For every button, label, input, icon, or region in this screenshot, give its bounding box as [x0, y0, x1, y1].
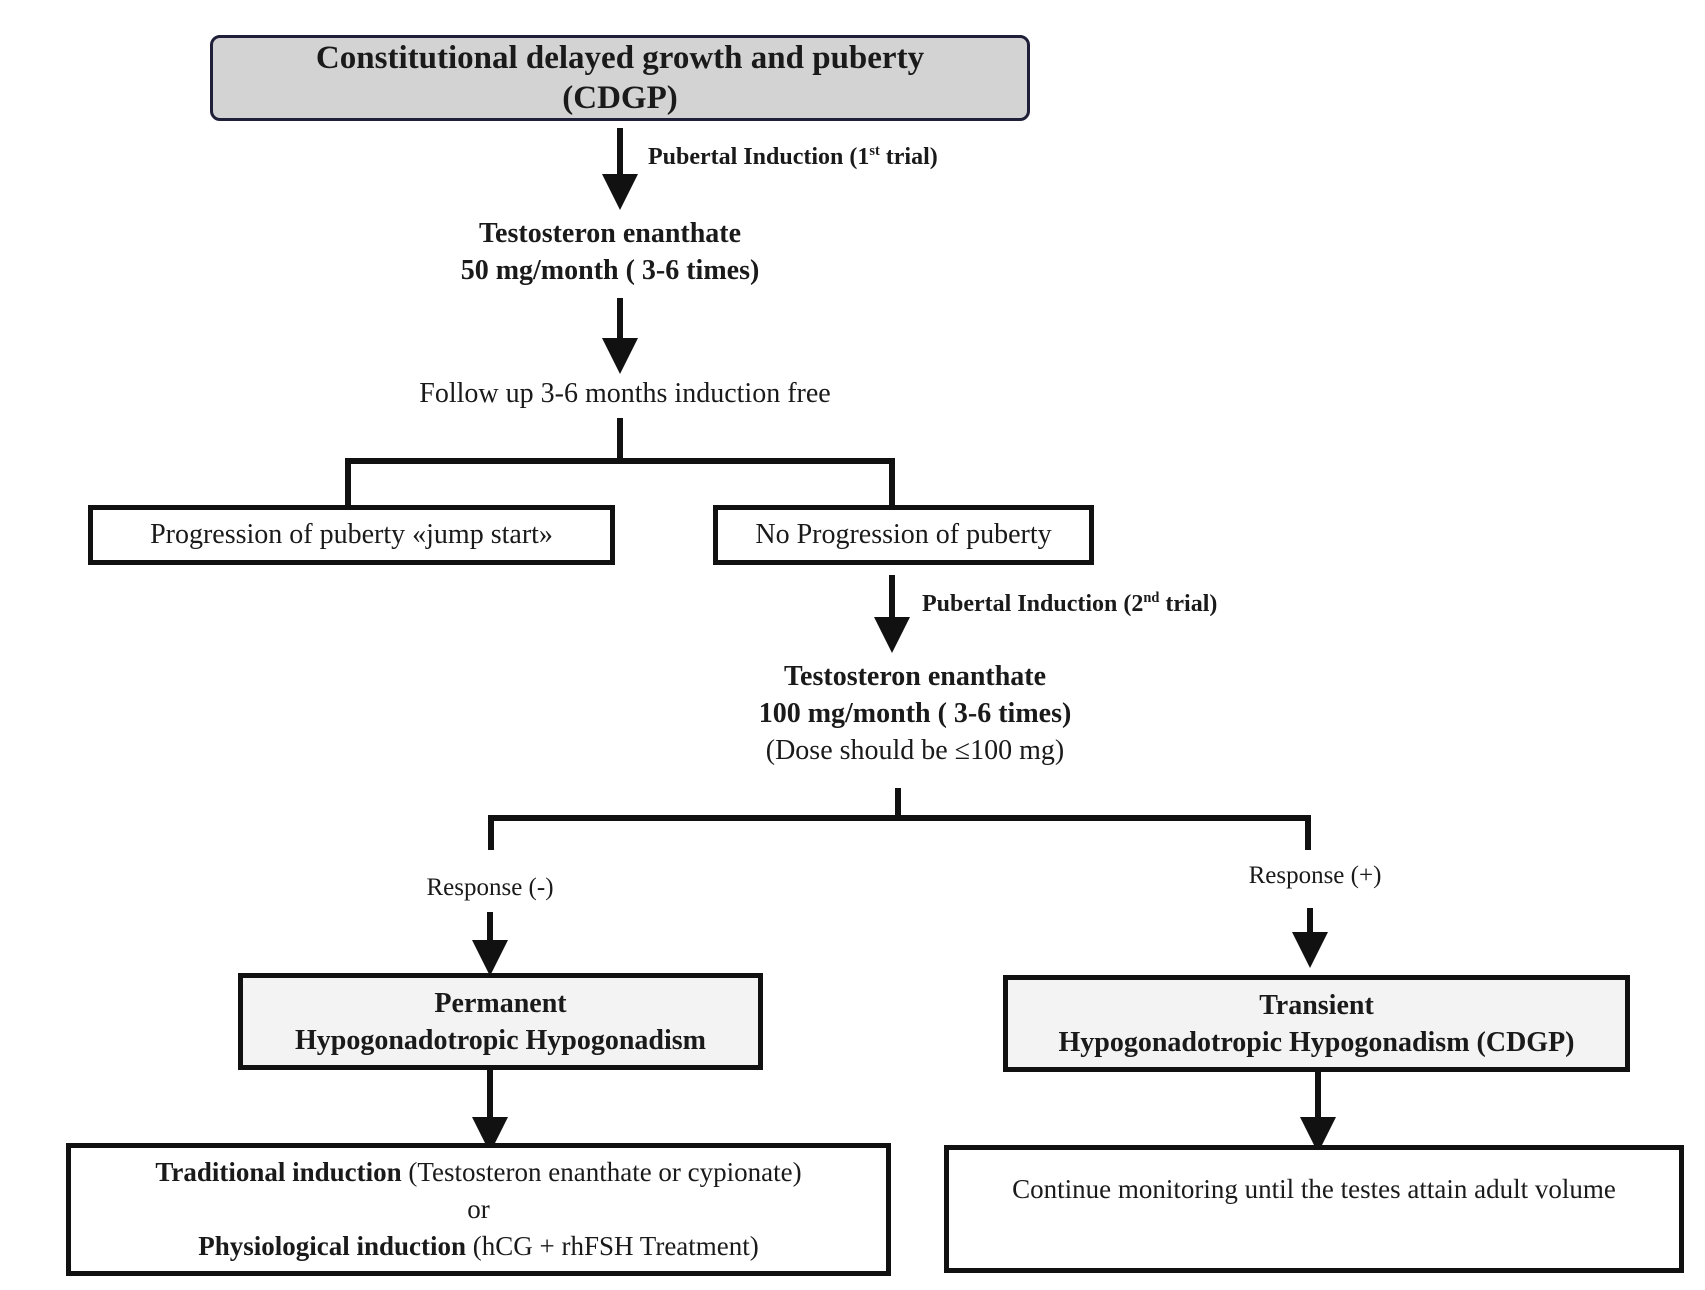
- dose2-text: Testosteron enanthate 100 mg/month ( 3-6…: [690, 658, 1140, 769]
- dose1-drug: Testosteron enanthate: [478, 218, 742, 249]
- cdgp-title-box: Constitutional delayed growth and pubert…: [210, 35, 1030, 121]
- title-line1: Constitutional delayed growth and pubert…: [315, 40, 925, 76]
- trial2-ordinal: nd: [1143, 590, 1160, 606]
- dose1-amount: 50 mg/month ( 3-6 times): [460, 255, 760, 286]
- no-progression-label: No Progression of puberty: [755, 519, 1052, 550]
- dose2-amount: 100 mg/month ( 3-6 times): [758, 698, 1072, 729]
- monitoring-label: Continue monitoring until the testes att…: [1012, 1174, 1616, 1204]
- no-progression-box: No Progression of puberty: [713, 505, 1094, 565]
- permanent-line2: Hypogonadotropic Hypogonadism: [294, 1024, 707, 1056]
- traditional-induction-line: Traditional induction (Testosteron enant…: [155, 1157, 802, 1187]
- treatment-box: Traditional induction (Testosteron enant…: [66, 1143, 891, 1276]
- response-negative-label: Response (-): [426, 874, 554, 901]
- dose1-text: Testosteron enanthate 50 mg/month ( 3-6 …: [400, 215, 820, 289]
- or-line: or: [467, 1194, 490, 1224]
- followup-text: Follow up 3-6 months induction free: [419, 378, 831, 409]
- progression-box: Progression of puberty «jump start»: [88, 505, 615, 565]
- permanent-hh-box: Permanent Hypogonadotropic Hypogonadism: [238, 973, 763, 1070]
- response-positive-label: Response (+): [1248, 862, 1382, 889]
- transient-line1: Transient: [1259, 989, 1374, 1021]
- progression-label: Progression of puberty «jump start»: [150, 519, 553, 550]
- title-line2: (CDGP): [562, 80, 678, 116]
- monitoring-box: Continue monitoring until the testes att…: [944, 1145, 1684, 1273]
- transient-hh-box: Transient Hypogonadotropic Hypogonadism …: [1003, 975, 1630, 1072]
- transient-line2: Hypogonadotropic Hypogonadism (CDGP): [1058, 1026, 1575, 1058]
- trial1-label: Pubertal Induction (1st trial): [648, 143, 938, 170]
- trial1-ordinal: st: [869, 143, 880, 159]
- permanent-line1: Permanent: [434, 987, 567, 1019]
- dose2-drug: Testosteron enanthate: [783, 661, 1047, 692]
- physiological-induction-line: Physiological induction (hCG + rhFSH Tre…: [198, 1231, 759, 1261]
- trial2-label: Pubertal Induction (2nd trial): [922, 590, 1218, 617]
- dose2-limit: (Dose should be ≤100 mg): [765, 735, 1065, 766]
